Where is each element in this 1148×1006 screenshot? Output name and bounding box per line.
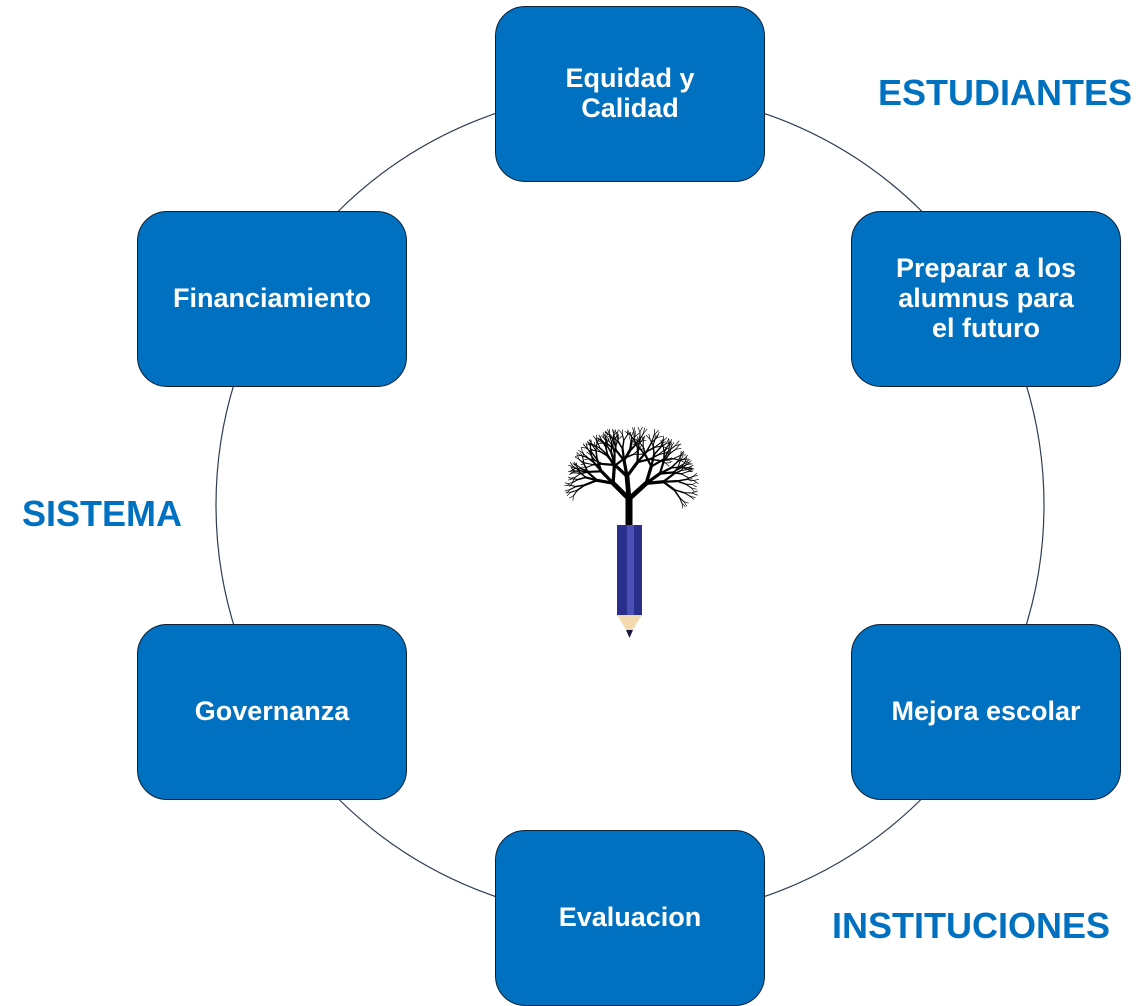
pencil-lead-tip [626, 630, 633, 638]
node-label-financiamiento: Financiamiento [173, 284, 371, 314]
tree-branch [681, 474, 687, 477]
tree-branch [677, 481, 686, 484]
tree-branch [613, 466, 614, 483]
tree-branch [619, 430, 622, 434]
tree-branch [684, 455, 688, 459]
tree-branch [575, 474, 581, 478]
tree-branch [663, 482, 674, 490]
node-equidad-calidad: Equidad y Calidad [495, 6, 765, 182]
tree-branch [681, 472, 687, 474]
tree-branch [623, 441, 624, 449]
tree-branch [660, 473, 673, 474]
tree-branch [666, 463, 669, 466]
node-mejora-escolar: Mejora escolar [851, 624, 1121, 800]
tree-pencil-icon [521, 357, 735, 642]
tree-branch [617, 430, 618, 435]
category-label-instituciones: INSTITUCIONES [832, 905, 1110, 947]
tree-branch [634, 433, 635, 440]
tree-branch [575, 473, 581, 474]
tree-branch [632, 432, 634, 436]
tree-branch [587, 465, 594, 468]
tree-branch [634, 428, 635, 433]
tree-branch [589, 471, 601, 472]
tree-branch [585, 480, 597, 485]
tree-branch [570, 487, 576, 490]
node-label-equidad-calidad: Equidad y Calidad [565, 64, 694, 123]
tree-branch [694, 479, 699, 480]
tree-branch [671, 467, 681, 468]
node-governanza: Governanza [137, 624, 407, 800]
tree-branch [572, 479, 578, 480]
tree-branch [667, 460, 672, 461]
node-financiamiento: Financiamiento [137, 211, 407, 387]
tree-branch [567, 492, 571, 495]
node-preparar-alumnos: Preparar a los alumnus para el futuro [851, 211, 1121, 387]
tree-branch [692, 485, 697, 487]
node-label-preparar-alumnos: Preparar a los alumnus para el futuro [896, 254, 1076, 343]
tree-branch [624, 435, 627, 440]
tree-branch [586, 463, 593, 464]
tree-branch [686, 479, 693, 480]
tree-branches [565, 427, 699, 529]
tree-branch [618, 436, 622, 439]
node-label-evaluacion: Evaluacion [559, 903, 702, 933]
tree-branch [635, 433, 639, 436]
tree-branch [629, 483, 646, 499]
tree-branch [629, 437, 630, 442]
tree-branch [565, 485, 570, 486]
node-evaluacion: Evaluacion [495, 830, 765, 1006]
tree-branch [575, 455, 580, 456]
tree-branch [663, 481, 677, 482]
tree-branch [692, 493, 698, 495]
category-label-estudiantes: ESTUDIANTES [878, 72, 1132, 114]
tree-branch [692, 491, 698, 493]
tree-branch [653, 445, 654, 454]
tree-branch [568, 479, 572, 480]
tree-branch [638, 427, 640, 432]
category-label-sistema: SISTEMA [22, 493, 182, 535]
tree-branch [618, 441, 623, 449]
tree-branch [622, 434, 623, 440]
tree-branch [570, 477, 575, 478]
pencil-body-right [634, 525, 642, 615]
tree-branch [640, 427, 642, 432]
pencil-trunk [617, 525, 642, 638]
tree-branch [692, 483, 696, 485]
tree-branch [565, 483, 569, 485]
tree-branch [627, 462, 638, 476]
pencil-body-left [617, 525, 627, 615]
tree-branch [578, 477, 586, 479]
node-label-governanza: Governanza [195, 697, 350, 727]
tree-branch [627, 476, 629, 499]
tree-branch [646, 482, 663, 484]
pencil-body-mid [627, 525, 634, 615]
node-label-mejora-escolar: Mejora escolar [891, 697, 1080, 727]
tree-branch [623, 449, 625, 461]
tree-branch [650, 459, 660, 460]
